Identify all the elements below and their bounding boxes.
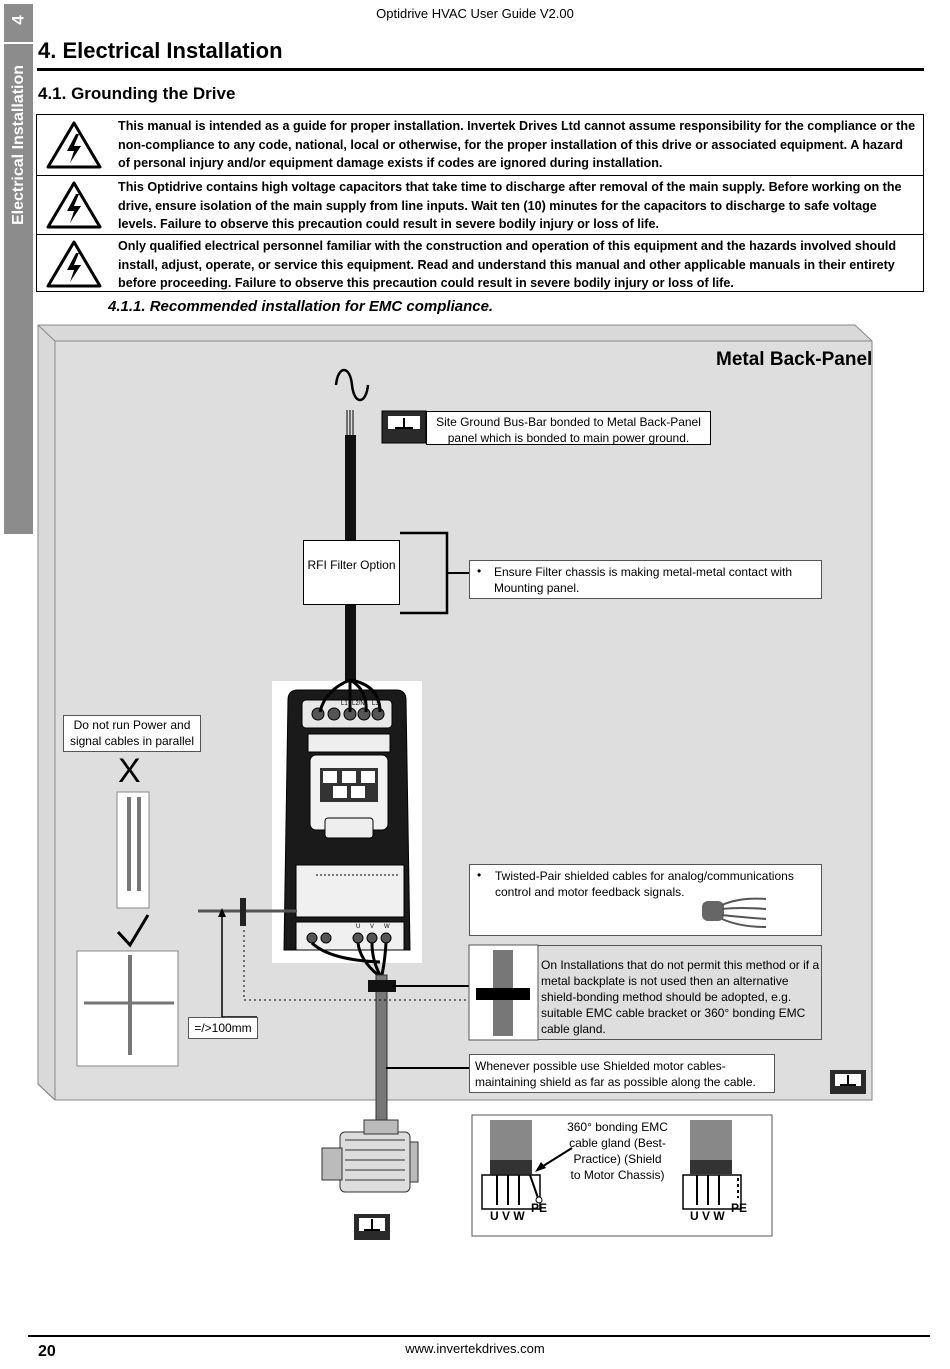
filter-note: Ensure Filter chassis is making metal-me… <box>494 565 793 595</box>
distance-label: =/>100mm <box>188 1017 258 1039</box>
gland-terminals-right: U V W <box>690 1209 725 1223</box>
document-header: Optidrive HVAC User Guide V2.00 <box>376 6 574 21</box>
footer-url[interactable]: www.invertekdrives.com <box>405 1341 545 1356</box>
shielded-cable-note: Whenever possible use Shielded motor cab… <box>469 1054 775 1093</box>
warning-row: This manual is intended as a guide for p… <box>37 115 923 175</box>
parallel-cables-bad-example <box>116 791 150 909</box>
drive-output-v: V <box>370 924 375 930</box>
filter-note-box: • Ensure Filter chassis is making metal-… <box>469 560 822 599</box>
drive-terminal-l2n: L2/N <box>352 701 365 707</box>
warning-text: This Optidrive contains high voltage cap… <box>118 180 902 231</box>
crossing-cables-good-example <box>76 950 179 1067</box>
gland-pe-right: PE <box>731 1201 748 1215</box>
chapter-side-tab <box>4 4 33 534</box>
twisted-pair-cable-icon <box>702 897 767 928</box>
drive-terminal-l3: L3 <box>372 701 379 707</box>
gland-terminals-left: U V W <box>490 1209 525 1223</box>
bullet: • <box>477 564 482 578</box>
twisted-pair-note-box: • Twisted-Pair shielded cables for analo… <box>469 864 822 936</box>
drive-output-u: U <box>356 924 361 930</box>
footer-rule <box>28 1335 930 1337</box>
rfi-filter-box: RFI Filter Option <box>303 540 400 605</box>
drive-terminal-l1: L1 <box>341 701 348 707</box>
ac-supply-icon <box>334 368 370 402</box>
twisted-pair-note: Twisted-Pair shielded cables for analog/… <box>495 869 794 899</box>
panel-title: Metal Back-Panel <box>716 349 873 370</box>
page-number: 20 <box>38 1343 56 1360</box>
warnings-table: This manual is intended as a guide for p… <box>36 114 924 292</box>
parallel-cables-note: Do not run Power and signal cables in pa… <box>63 715 201 752</box>
chapter-number-tab: 4 <box>4 6 33 44</box>
warning-row: Only qualified electrical personnel fami… <box>37 234 923 292</box>
bullet: • <box>477 868 482 882</box>
warning-text: This manual is intended as a guide for p… <box>118 119 916 170</box>
high-voltage-warning-icon <box>46 240 102 288</box>
subsubsection-heading: 4.1.1. Recommended installation for EMC … <box>108 298 494 315</box>
warning-text: Only qualified electrical personnel fami… <box>118 239 897 290</box>
motor-icon <box>321 1119 419 1193</box>
heading-rule <box>37 68 924 71</box>
shield-bonding-note: On Installations that do not permit this… <box>541 958 820 1036</box>
gland-note: 360° bonding EMC cable gland (Best-Pract… <box>567 1120 668 1182</box>
warning-row: This Optidrive contains high voltage cap… <box>37 175 923 234</box>
check-icon <box>116 914 150 948</box>
cable-clamp <box>368 980 396 992</box>
gland-pe-left: PE <box>531 1201 548 1215</box>
section-heading: 4. Electrical Installation <box>38 38 283 63</box>
x-mark: X <box>118 752 141 790</box>
ground-busbar-label: Site Ground Bus-Bar bonded to Metal Back… <box>426 411 711 445</box>
drive-output-w: W <box>384 924 390 930</box>
shield-bonding-note-box <box>538 945 822 1040</box>
high-voltage-warning-icon <box>46 121 102 169</box>
subsection-heading: 4.1. Grounding the Drive <box>38 84 236 103</box>
high-voltage-warning-icon <box>46 181 102 229</box>
